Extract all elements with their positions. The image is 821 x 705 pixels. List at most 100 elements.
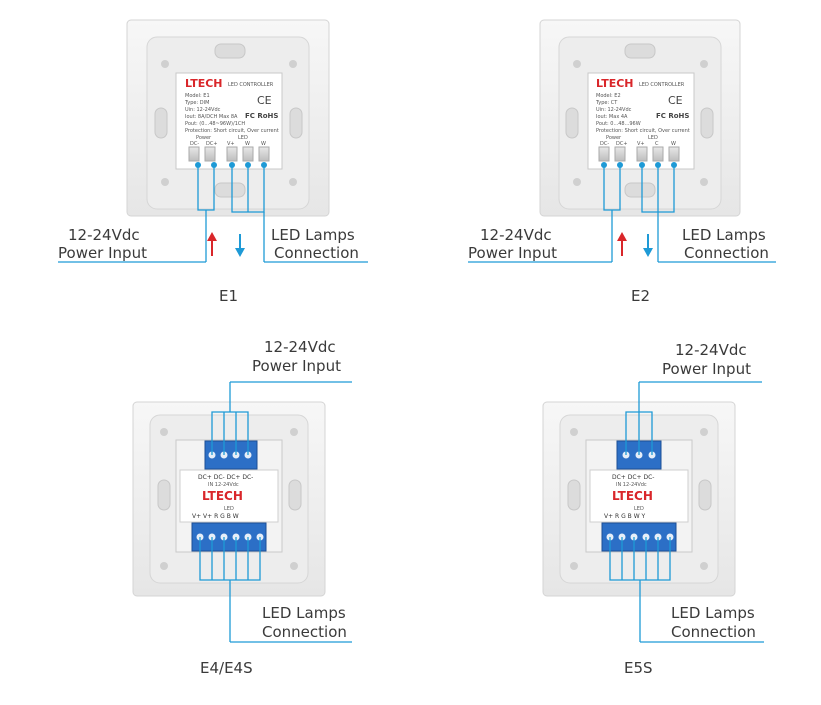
panel-e5s: DC+ DC+ DC- IN 12-24Vdc LTECH LED V+ R G… <box>542 341 764 677</box>
panel-e1: LTECH LED CONTROLLER Model: E1 Type: DIM… <box>58 19 368 305</box>
spec-line: Uin: 12-24Vdc <box>185 107 221 113</box>
terminal-label: DC- <box>600 141 609 147</box>
terminal-block <box>598 146 680 162</box>
fcc-rohs-mark: FC RoHS <box>245 112 278 120</box>
terminal-label: W <box>261 141 266 147</box>
panel-e4: DC+ DC- DC+ DC- IN 12-24Vdc LTECH LED V+… <box>132 338 352 677</box>
output-terminal-labels: V+ R G B W Y <box>604 513 646 520</box>
brand-logo: LTECH <box>202 489 243 503</box>
output-wires <box>641 165 776 263</box>
mount-slot <box>214 182 246 198</box>
input-terminal-labels: DC+ DC+ DC- <box>612 474 654 481</box>
output-terminal-labels: V+ V+ R G B W <box>192 513 239 520</box>
screw-hole <box>289 60 297 68</box>
terminal-label: V+ <box>637 141 645 147</box>
input-wires <box>468 165 621 263</box>
spec-line: Type: DIM <box>184 100 209 106</box>
led-lamps-label: LED Lamps <box>271 226 355 244</box>
output-wires <box>231 165 368 263</box>
screw-hole <box>160 428 168 436</box>
mount-slot <box>624 182 656 198</box>
screw-hole <box>700 562 708 570</box>
mount-slot <box>567 479 581 511</box>
led-lamps-label: LED Lamps <box>671 604 755 622</box>
arrow-down-icon <box>235 234 245 257</box>
input-terminal-labels: DC+ DC- DC+ DC- <box>198 474 253 481</box>
terminal-label: DC+ <box>206 141 218 147</box>
panel-caption: E4/E4S <box>200 659 253 677</box>
module-label <box>179 469 279 523</box>
screw-hole <box>290 428 298 436</box>
output-terminal-block <box>601 522 677 552</box>
power-input-label: 12-24Vdc <box>264 338 336 356</box>
power-input-label: Power Input <box>468 244 557 262</box>
screw-hole <box>289 178 297 186</box>
screw-hole <box>700 178 708 186</box>
mount-slot <box>700 107 714 139</box>
led-lamps-label: Connection <box>262 623 347 641</box>
terminal-label: W <box>671 141 676 147</box>
power-input-label: 12-24Vdc <box>480 226 552 244</box>
ce-mark: CE <box>668 94 683 107</box>
input-wires <box>211 381 352 455</box>
input-wires <box>58 165 215 263</box>
led-lamps-label: Connection <box>671 623 756 641</box>
spec-line: Pout: (0...48~96W)/1CH <box>185 121 245 127</box>
power-input-label: 12-24Vdc <box>68 226 140 244</box>
screw-hole <box>160 562 168 570</box>
spec-line: Iout: 8A/DCH Max 8A <box>185 114 238 120</box>
mount-slot <box>698 479 712 511</box>
spec-line: Type: CT <box>595 100 618 106</box>
terminal-group-label: LED <box>238 135 248 141</box>
mount-slot <box>289 107 303 139</box>
arrow-down-icon <box>643 234 653 257</box>
input-voltage-label: IN 12-24Vdc <box>208 482 239 488</box>
terminal-label: DC+ <box>616 141 628 147</box>
spec-line: Protection: Short circuit, Over current <box>596 128 690 134</box>
panel-caption: E1 <box>219 287 238 305</box>
mount-slot <box>565 107 579 139</box>
power-input-label: Power Input <box>252 357 341 375</box>
terminal-group-label: LED <box>648 135 658 141</box>
output-wires <box>199 537 352 643</box>
terminal-label: C <box>655 141 659 147</box>
terminal-label: DC- <box>190 141 199 147</box>
led-lamps-label: LED Lamps <box>262 604 346 622</box>
input-wires <box>625 381 762 455</box>
spec-line: Pout: 0...48...96W <box>596 121 641 127</box>
screw-hole <box>700 60 708 68</box>
panel-caption: E2 <box>631 287 650 305</box>
label-subtitle: LED CONTROLLER <box>639 82 685 88</box>
output-terminal-block <box>191 522 267 552</box>
output-wires <box>609 537 764 643</box>
power-input-label: Power Input <box>662 360 751 378</box>
terminal-label: V+ <box>227 141 235 147</box>
spec-line: Model: E2 <box>596 93 621 99</box>
brand-logo: LTECH <box>185 77 223 90</box>
screw-hole <box>573 60 581 68</box>
panel-caption: E5S <box>624 659 653 677</box>
terminal-block <box>188 146 270 162</box>
module-label <box>589 469 689 523</box>
label-subtitle: LED CONTROLLER <box>228 82 274 88</box>
screw-hole <box>161 60 169 68</box>
power-input-label: 12-24Vdc <box>675 341 747 359</box>
spec-line: Iout: Max 4A <box>596 114 628 120</box>
screw-hole <box>700 428 708 436</box>
mount-slot <box>214 43 246 59</box>
output-group-label: LED <box>634 506 644 512</box>
led-lamps-label: Connection <box>684 244 769 262</box>
spec-line: Uin: 12-24Vdc <box>596 107 632 113</box>
screw-hole <box>570 562 578 570</box>
terminal-label: W <box>245 141 250 147</box>
input-voltage-label: IN 12-24Vdc <box>616 482 647 488</box>
screw-hole <box>161 178 169 186</box>
brand-logo: LTECH <box>596 77 634 90</box>
power-input-label: Power Input <box>58 244 147 262</box>
fcc-rohs-mark: FC RoHS <box>656 112 689 120</box>
terminal-group-label: Power <box>606 135 622 141</box>
brand-logo: LTECH <box>612 489 653 503</box>
panel-e2: LTECH LED CONTROLLER Model: E2 Type: CT … <box>468 19 776 305</box>
screw-hole <box>570 428 578 436</box>
mount-slot <box>154 107 168 139</box>
